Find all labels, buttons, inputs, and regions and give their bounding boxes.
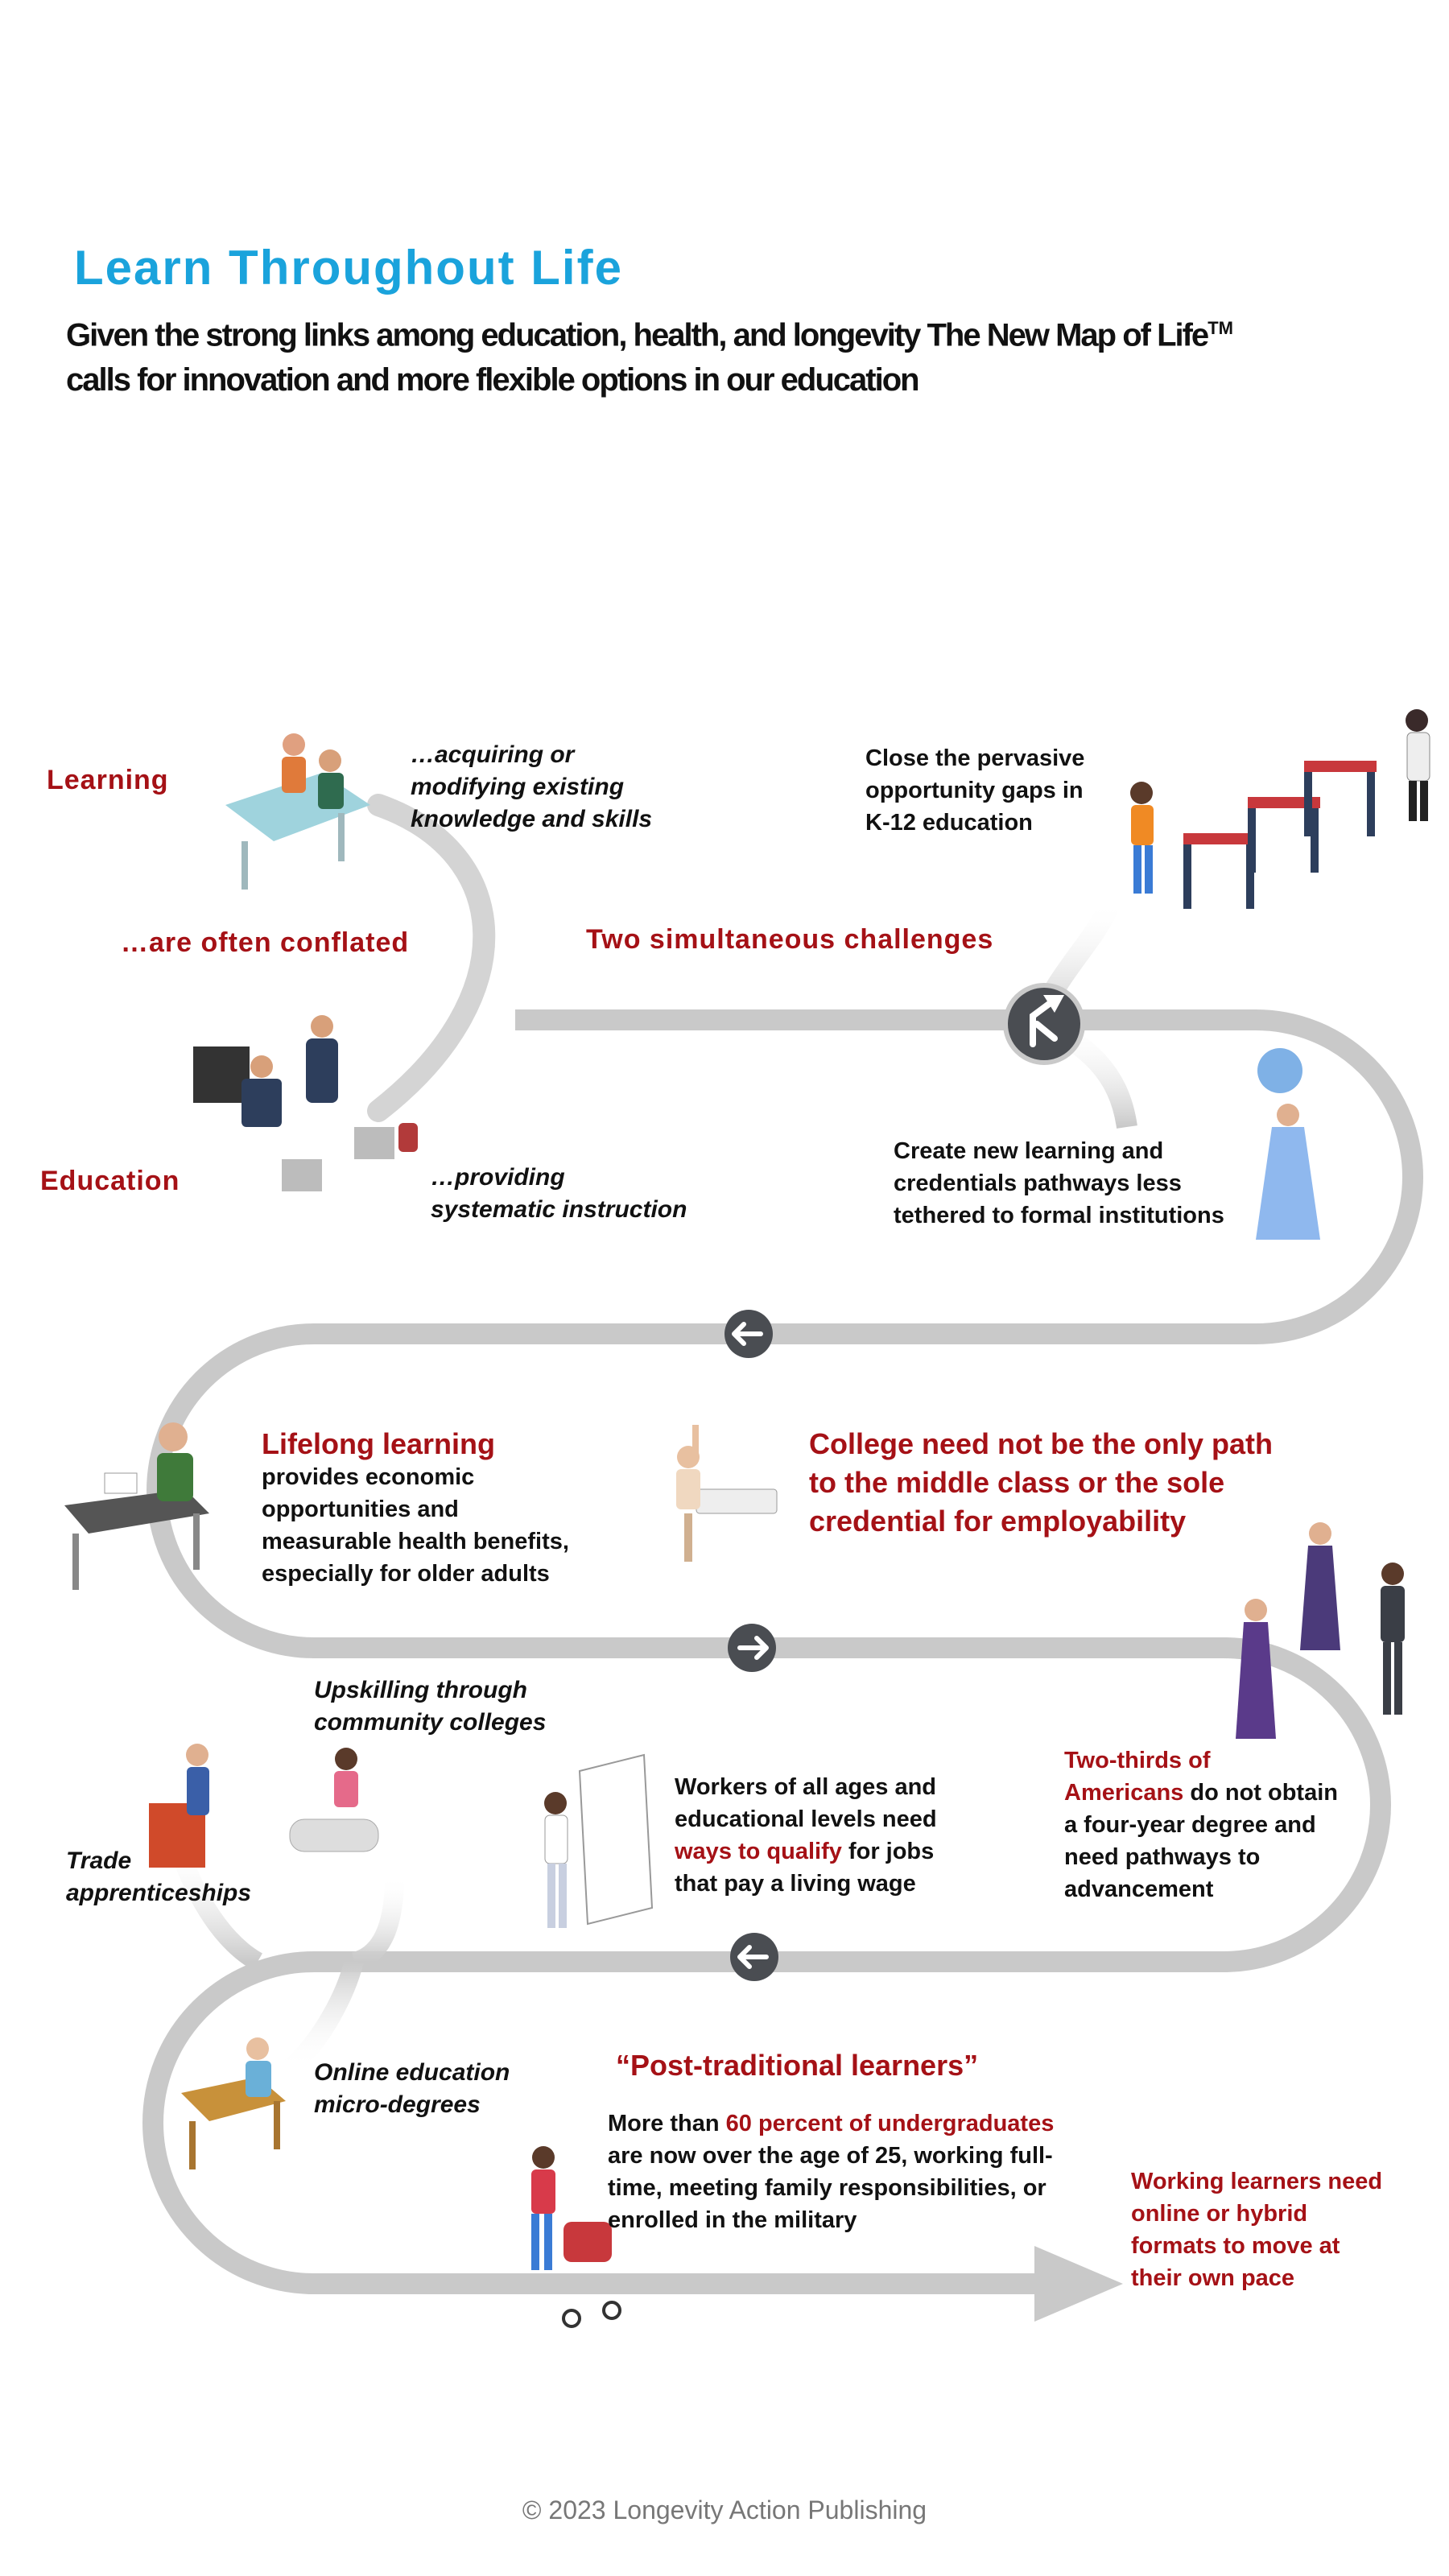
main-road [142, 1009, 1423, 2294]
student-desk-illustration [676, 1425, 778, 1562]
post-traditional-heading: “Post-traditional learners” [616, 2049, 979, 2082]
pathways-line: tethered to formal institutions [894, 1203, 1224, 1228]
twothirds-text: Two-thirds of Americans do not obtain a … [1064, 1744, 1338, 1905]
pathways-line: credentials pathways less [894, 1170, 1182, 1196]
piano-learners-illustration [225, 733, 370, 890]
twothirds-line: need pathways to [1064, 1844, 1261, 1870]
hurdles-illustration [1130, 709, 1430, 909]
college-line: credential for employability [809, 1505, 1187, 1538]
workers-line: educational levels need [675, 1806, 937, 1832]
workers-highlight: ways to qualify [675, 1839, 842, 1864]
acquiring-line: …acquiring or [411, 741, 575, 768]
gaps-line: opportunity gaps in [865, 778, 1084, 803]
bricklayer-illustration [149, 1744, 209, 1868]
graduates-handshake-illustration [1236, 1522, 1405, 1739]
college-line: to the middle class or the sole [809, 1466, 1225, 1499]
subtitle-line2: calls for innovation and more flexible o… [66, 362, 920, 398]
working-learners-text: Working learners need online or hybrid f… [1131, 2165, 1382, 2294]
trade-line: apprenticeships [66, 1880, 252, 1906]
working-line: Working learners need [1131, 2169, 1383, 2194]
whiteboard-presenter-illustration [544, 1753, 654, 1928]
workers-line: that pay a living wage [675, 1871, 916, 1897]
post-line: More than 60 percent of undergraduates [608, 2107, 1054, 2140]
gaps-line: Close the pervasive [865, 745, 1085, 771]
acquiring-text: …acquiring or modifying existing knowled… [411, 739, 652, 836]
acquiring-line: knowledge and skills [411, 806, 653, 832]
trade-line: Trade [66, 1847, 132, 1874]
online-text: Online education micro-degrees [314, 2057, 510, 2121]
page-subtitle: Given the strong links among education, … [66, 306, 1322, 402]
post-line-start: More than [608, 2111, 726, 2136]
post-traditional-body: More than 60 percent of undergraduates a… [608, 2107, 1054, 2236]
online-line: micro-degrees [314, 2091, 481, 2118]
pathways-text: Create new learning and credentials path… [894, 1135, 1224, 1232]
trade-text: Trade apprenticeships [66, 1845, 251, 1909]
gaps-line: K-12 education [865, 810, 1033, 836]
arrow-right-icon [728, 1624, 776, 1672]
workers-text: Workers of all ages and educational leve… [675, 1771, 937, 1900]
trademark: TM [1208, 318, 1233, 338]
pathways-line: Create new learning and [894, 1138, 1164, 1164]
upskilling-line: Upskilling through [314, 1677, 527, 1703]
providing-line: systematic instruction [431, 1196, 687, 1223]
copyright-footer: © 2023 Longevity Action Publishing [522, 2496, 927, 2524]
twothirds-line: Americans do not obtain [1064, 1777, 1338, 1809]
college-line: College need not be the only path [809, 1427, 1274, 1460]
workers-line: Workers of all ages and [675, 1774, 937, 1800]
twothirds-highlight: Americans [1064, 1780, 1184, 1806]
arrow-left-icon [730, 1933, 778, 1981]
challenges-heading: Two simultaneous challenges [586, 924, 994, 955]
classroom-illustration [193, 1015, 418, 1191]
upskilling-line: community colleges [314, 1709, 547, 1736]
gaps-text: Close the pervasive opportunity gaps in … [865, 742, 1084, 839]
lifelong-body: provides economic opportunities and meas… [262, 1461, 569, 1590]
conflated-label: …are often conflated [121, 927, 410, 958]
subtitle-main: Given the strong links among education, … [66, 317, 1209, 353]
lifelong-line: measurable health benefits, [262, 1529, 569, 1554]
upskilling-text: Upskilling through community colleges [314, 1674, 546, 1739]
learning-label: Learning [47, 765, 169, 795]
post-highlight: 60 percent of undergraduates [725, 2111, 1055, 2136]
mother-stroller-illustration [531, 2146, 621, 2328]
working-line: formats to move at [1131, 2233, 1340, 2259]
arrow-left-icon [724, 1310, 773, 1358]
college-heading: College need not be the only path to the… [809, 1425, 1273, 1541]
lifelong-line: especially for older adults [262, 1561, 550, 1587]
working-line: their own pace [1131, 2265, 1295, 2291]
page-title: Learn Throughout Life [74, 241, 623, 295]
senior-reading-illustration [64, 1422, 209, 1590]
conflation-curve [367, 794, 496, 1122]
branch-upskilling [351, 1875, 404, 1971]
split-arrows-icon [1003, 983, 1085, 1065]
working-line: online or hybrid [1131, 2201, 1308, 2227]
laptop-learner-illustration [181, 2037, 286, 2169]
lifelong-heading: Lifelong learning [262, 1427, 496, 1460]
education-label: Education [40, 1166, 180, 1196]
providing-line: …providing [431, 1164, 565, 1191]
arrow-head-icon [1034, 2246, 1123, 2322]
online-line: Online education [314, 2059, 510, 2086]
twothirds-line-rest: do not obtain [1183, 1780, 1338, 1806]
graduate-globe-illustration [1256, 1048, 1320, 1240]
post-line: enrolled in the military [608, 2207, 857, 2233]
providing-text: …providing systematic instruction [431, 1162, 687, 1226]
twothirds-line: advancement [1064, 1876, 1214, 1902]
student-bench-illustration [289, 1748, 379, 1852]
twothirds-line: a four-year degree and [1064, 1812, 1316, 1838]
post-line: are now over the age of 25, working full… [608, 2143, 1053, 2169]
post-line: time, meeting family responsibilities, o… [608, 2175, 1046, 2201]
branch-online [283, 1958, 364, 2076]
acquiring-line: modifying existing [411, 774, 625, 800]
workers-line-rest: for jobs [841, 1839, 935, 1864]
twothirds-highlight: Two-thirds of [1064, 1748, 1211, 1773]
lifelong-line: opportunities and [262, 1496, 459, 1522]
lifelong-line: provides economic [262, 1464, 475, 1490]
workers-line: ways to qualify for jobs [675, 1835, 937, 1868]
